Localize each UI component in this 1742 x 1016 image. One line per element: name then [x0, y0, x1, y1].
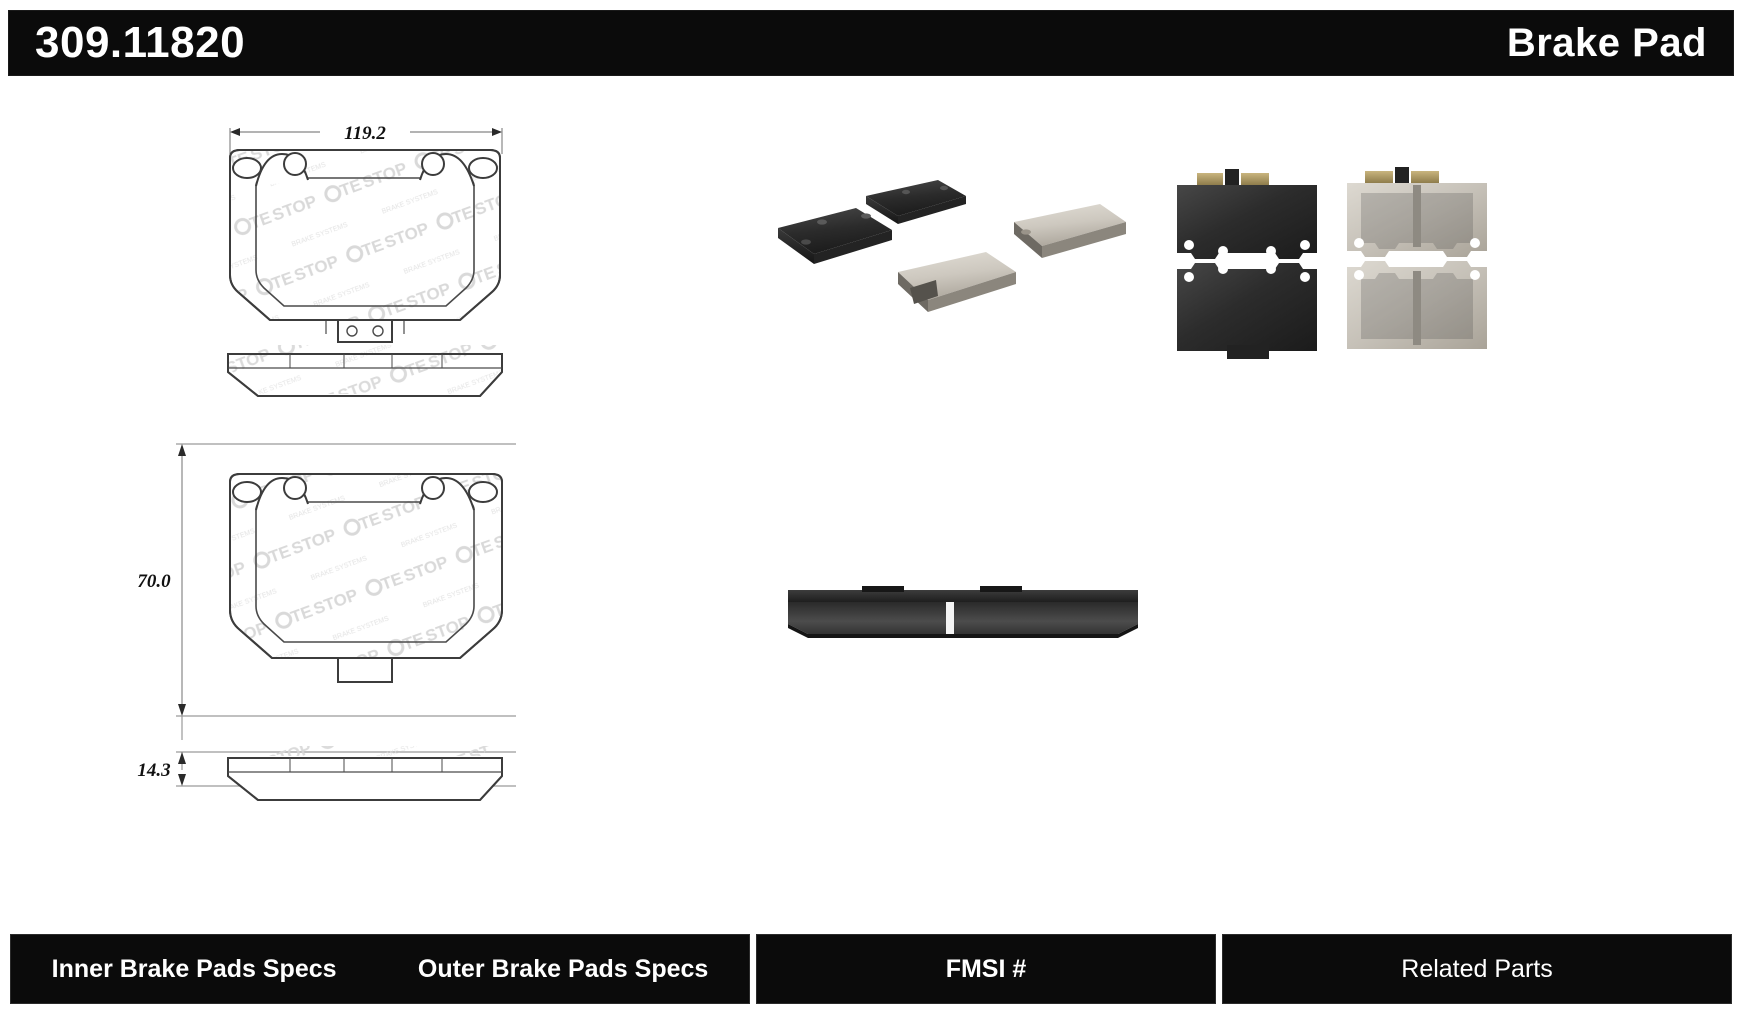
- brake-pad-flat-2: [1347, 167, 1487, 257]
- technical-drawing: STOP TECH BRAKE SYSTEMS: [130, 110, 660, 810]
- brake-pad-photo-4: [898, 252, 1016, 312]
- tab-related-parts[interactable]: Related Parts: [1222, 934, 1732, 1004]
- brake-pad-photo-1: [866, 180, 966, 224]
- product-photo-group-angled: [770, 160, 1170, 360]
- product-type-title: Brake Pad: [1506, 20, 1707, 65]
- inner-pad-side-view: [227, 746, 503, 801]
- product-photo-group-flat: [1165, 155, 1555, 395]
- dimension-height-label: 70.0: [137, 571, 171, 592]
- brake-pad-flat-3: [1177, 263, 1317, 359]
- tab-related-parts-label: Related Parts: [1401, 954, 1553, 983]
- dimension-width: 119.2: [229, 120, 503, 154]
- photo-angled-svg: [778, 180, 1126, 312]
- photo-flat-svg: [1177, 167, 1487, 359]
- tab-outer-brake-pads-specs[interactable]: Outer Brake Pads Specs: [417, 954, 709, 983]
- dimension-width-label: 119.2: [344, 123, 386, 144]
- tab-fmsi-number-label: FMSI #: [945, 954, 1027, 983]
- dimension-thickness-label: 14.3: [137, 760, 170, 781]
- photo-edge-svg: [788, 586, 1138, 638]
- inner-pad-front-view: [229, 473, 503, 683]
- brake-pad-photo-3: [1014, 204, 1126, 258]
- tab-group-pad-specs: Inner Brake Pads Specs Outer Brake Pads …: [10, 934, 750, 1004]
- tab-inner-brake-pads-specs[interactable]: Inner Brake Pads Specs: [51, 954, 337, 983]
- outer-pad-side-view: [227, 345, 503, 397]
- outer-pad-front-view: [229, 149, 501, 343]
- section-tab-bar: Inner Brake Pads Specs Outer Brake Pads …: [0, 934, 1742, 1008]
- product-photo-edge-view: [770, 580, 1170, 670]
- part-number: 309.11820: [35, 18, 246, 67]
- brake-pad-photo-2: [778, 208, 892, 264]
- tab-fmsi-number[interactable]: FMSI #: [756, 934, 1216, 1004]
- brake-pad-flat-4: [1347, 261, 1487, 349]
- page-header: 309.11820 Brake Pad: [8, 10, 1734, 76]
- brake-pad-flat-1: [1177, 169, 1317, 259]
- brake-pad-edge-1: [788, 586, 1138, 638]
- drawing-svg: STOP TECH BRAKE SYSTEMS: [130, 120, 516, 801]
- dimension-height: 70.0: [130, 443, 516, 717]
- main-content: STOP TECH BRAKE SYSTEMS: [0, 80, 1742, 920]
